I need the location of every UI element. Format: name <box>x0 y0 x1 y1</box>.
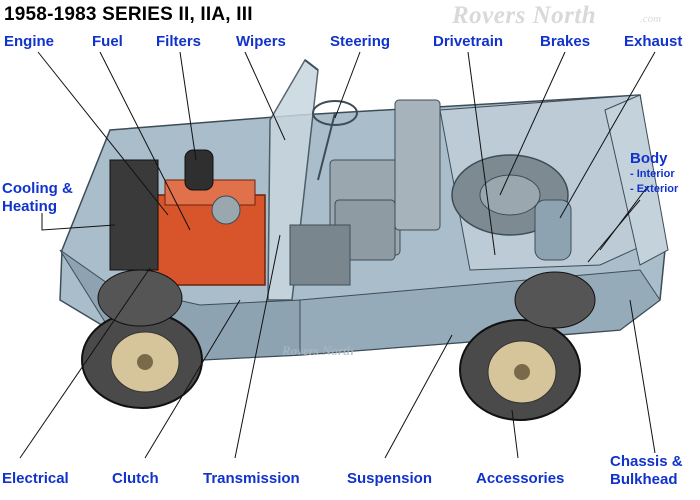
category-drivetrain[interactable]: Drivetrain <box>433 33 504 50</box>
page-title: 1958-1983 SERIES II, IIA, III <box>4 4 253 25</box>
category-cooling-line2: Heating <box>2 198 58 215</box>
category-steering[interactable]: Steering <box>330 33 391 50</box>
front-left-wheel <box>97 269 183 327</box>
category-chassis-bulkhead[interactable]: Chassis & Bulkhead <box>610 453 683 489</box>
rear-wheel <box>459 319 581 421</box>
engine-block <box>109 149 266 286</box>
front-wheel <box>81 311 203 409</box>
category-exhaust[interactable]: Exhaust <box>624 33 683 50</box>
category-body-interior[interactable]: - Interior <box>630 168 675 180</box>
gearbox <box>289 224 351 286</box>
category-cooling-line1: Cooling & <box>2 180 73 197</box>
category-brakes[interactable]: Brakes <box>540 33 591 50</box>
windscreen <box>267 58 319 301</box>
leader-lines <box>19 51 656 459</box>
category-cooling-heating[interactable]: Cooling & Heating <box>2 180 73 216</box>
steering-wheel <box>312 100 358 126</box>
category-engine[interactable]: Engine <box>4 33 55 50</box>
category-electrical[interactable]: Electrical <box>2 470 69 487</box>
category-chassis-line1: Chassis & <box>610 453 683 470</box>
category-body[interactable]: Body <box>630 150 668 167</box>
category-wipers[interactable]: Wipers <box>236 33 286 50</box>
category-transmission[interactable]: Transmission <box>203 470 300 487</box>
brand-watermark: Rovers North <box>282 343 354 358</box>
category-filters[interactable]: Filters <box>156 33 202 50</box>
brand-logo-suffix: .com <box>640 13 662 25</box>
rear-left-wheel <box>514 271 596 329</box>
category-fuel[interactable]: Fuel <box>92 33 123 50</box>
category-suspension[interactable]: Suspension <box>347 470 433 487</box>
category-accessories[interactable]: Accessories <box>476 470 565 487</box>
category-clutch[interactable]: Clutch <box>112 470 159 487</box>
category-body-exterior[interactable]: - Exterior <box>630 183 679 195</box>
category-chassis-line2: Bulkhead <box>610 471 678 488</box>
brand-logo[interactable]: Rovers North <box>452 2 597 29</box>
